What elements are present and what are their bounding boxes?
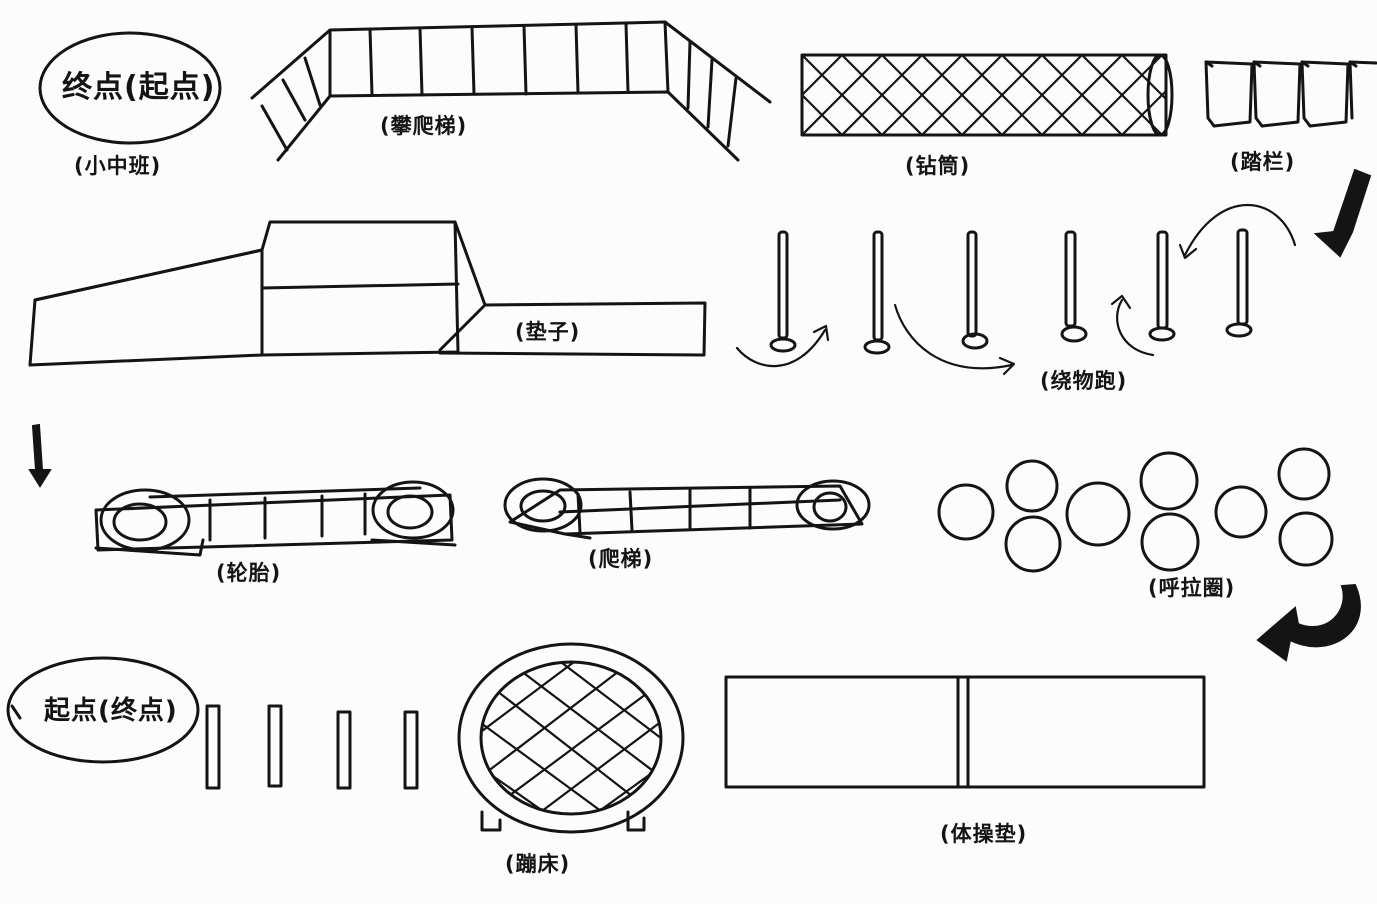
gym-mat [724, 675, 1206, 789]
hurdles [1204, 60, 1377, 128]
tires-label: (轮胎) [216, 561, 282, 585]
climbing-frame [250, 20, 772, 162]
slalom-path-arrows [735, 203, 1297, 376]
climbing-frame-label: (攀爬梯) [380, 114, 468, 138]
tunnel [800, 53, 1174, 137]
trampoline [457, 642, 685, 834]
end-point-oval [38, 31, 222, 145]
start-point-oval [6, 656, 200, 764]
ladder-label: (爬梯) [588, 547, 654, 571]
gym-mat-label: (体操垫) [940, 822, 1028, 846]
direction-arrow-3 [1256, 583, 1361, 662]
end-point-label: 终点(起点) [62, 70, 216, 105]
hula-hoops-label: (呼拉圈) [1148, 576, 1236, 600]
mats-label: (垫子) [515, 320, 581, 344]
tunnel-label: (钻筒) [905, 154, 971, 178]
start-point-label: 起点(终点) [44, 696, 178, 726]
direction-arrow-1 [1313, 168, 1372, 258]
direction-arrow-2 [28, 423, 52, 488]
mats [28, 220, 707, 367]
balance-strips [205, 704, 419, 790]
tires [94, 480, 457, 557]
trampoline-label: (蹦床) [505, 852, 571, 876]
hula-hoops [937, 447, 1334, 573]
ladder [503, 477, 871, 540]
slalom-run-label: (绕物跑) [1040, 369, 1128, 393]
hurdles-label: (踏栏) [1230, 150, 1296, 174]
class-label: (小中班) [74, 154, 162, 178]
slalom-poles [769, 228, 1253, 355]
